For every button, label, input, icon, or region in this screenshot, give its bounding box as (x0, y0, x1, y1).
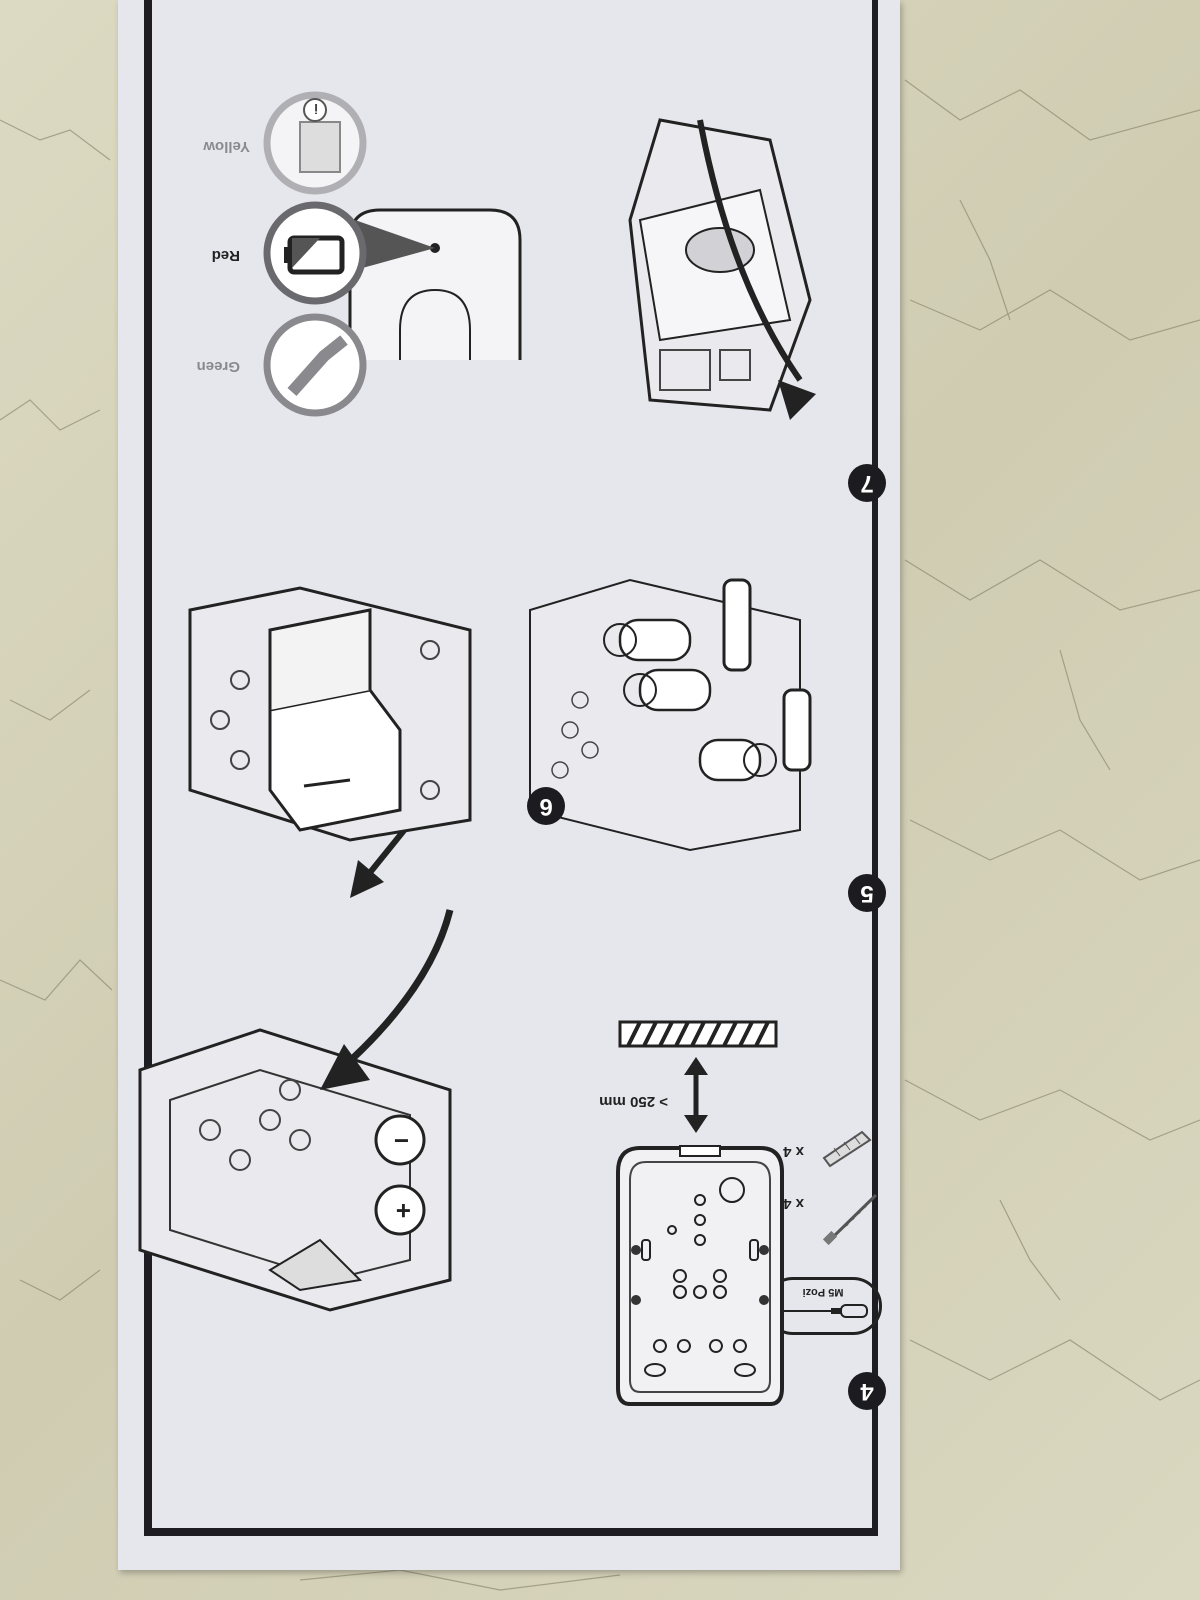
double-arrow-icon (684, 1057, 708, 1133)
hatched-ceiling-icon (618, 1020, 778, 1048)
screwdriver-tool-box: M5 Pozi (764, 1277, 882, 1335)
step-4-number: 4 (848, 1372, 886, 1410)
step-6-number: 6 (527, 787, 565, 825)
svg-text:+: + (396, 1196, 411, 1226)
indicator-label-yellow: Yellow (203, 138, 250, 155)
indicator-detail-illustration (348, 208, 522, 360)
instruction-sheet: 4 M5 Pozi x 4 x 4 (118, 0, 900, 1570)
wall-plug-icon (822, 1130, 872, 1168)
screw-icon (822, 1193, 878, 1246)
yellow-info-icon: i (263, 91, 367, 195)
battery-holder-illustration: + − (138, 1028, 452, 1312)
battery-insertion-illustration (529, 578, 812, 852)
sheet-border (144, 0, 878, 1536)
screwdriver-icon (783, 1304, 868, 1318)
base-plate-illustration (616, 1145, 784, 1406)
insert-arrow-icon (320, 909, 454, 1090)
svg-text:−: − (394, 1126, 409, 1156)
step-5-number: 5 (848, 874, 886, 912)
step-7-number: 7 (848, 464, 886, 502)
indicator-label-green: Green (196, 358, 240, 375)
red-battery-icon (263, 201, 367, 305)
sheet-content-rotated: 4 M5 Pozi x 4 x 4 (118, 0, 900, 1570)
battery-pack-illustration (188, 586, 472, 842)
cover-close-illustration (628, 118, 816, 420)
indicator-label-red: Red (211, 247, 240, 264)
clearance-label: > 250 mm (599, 1093, 668, 1110)
svg-text:i: i (314, 101, 318, 117)
green-check-icon (263, 313, 367, 417)
